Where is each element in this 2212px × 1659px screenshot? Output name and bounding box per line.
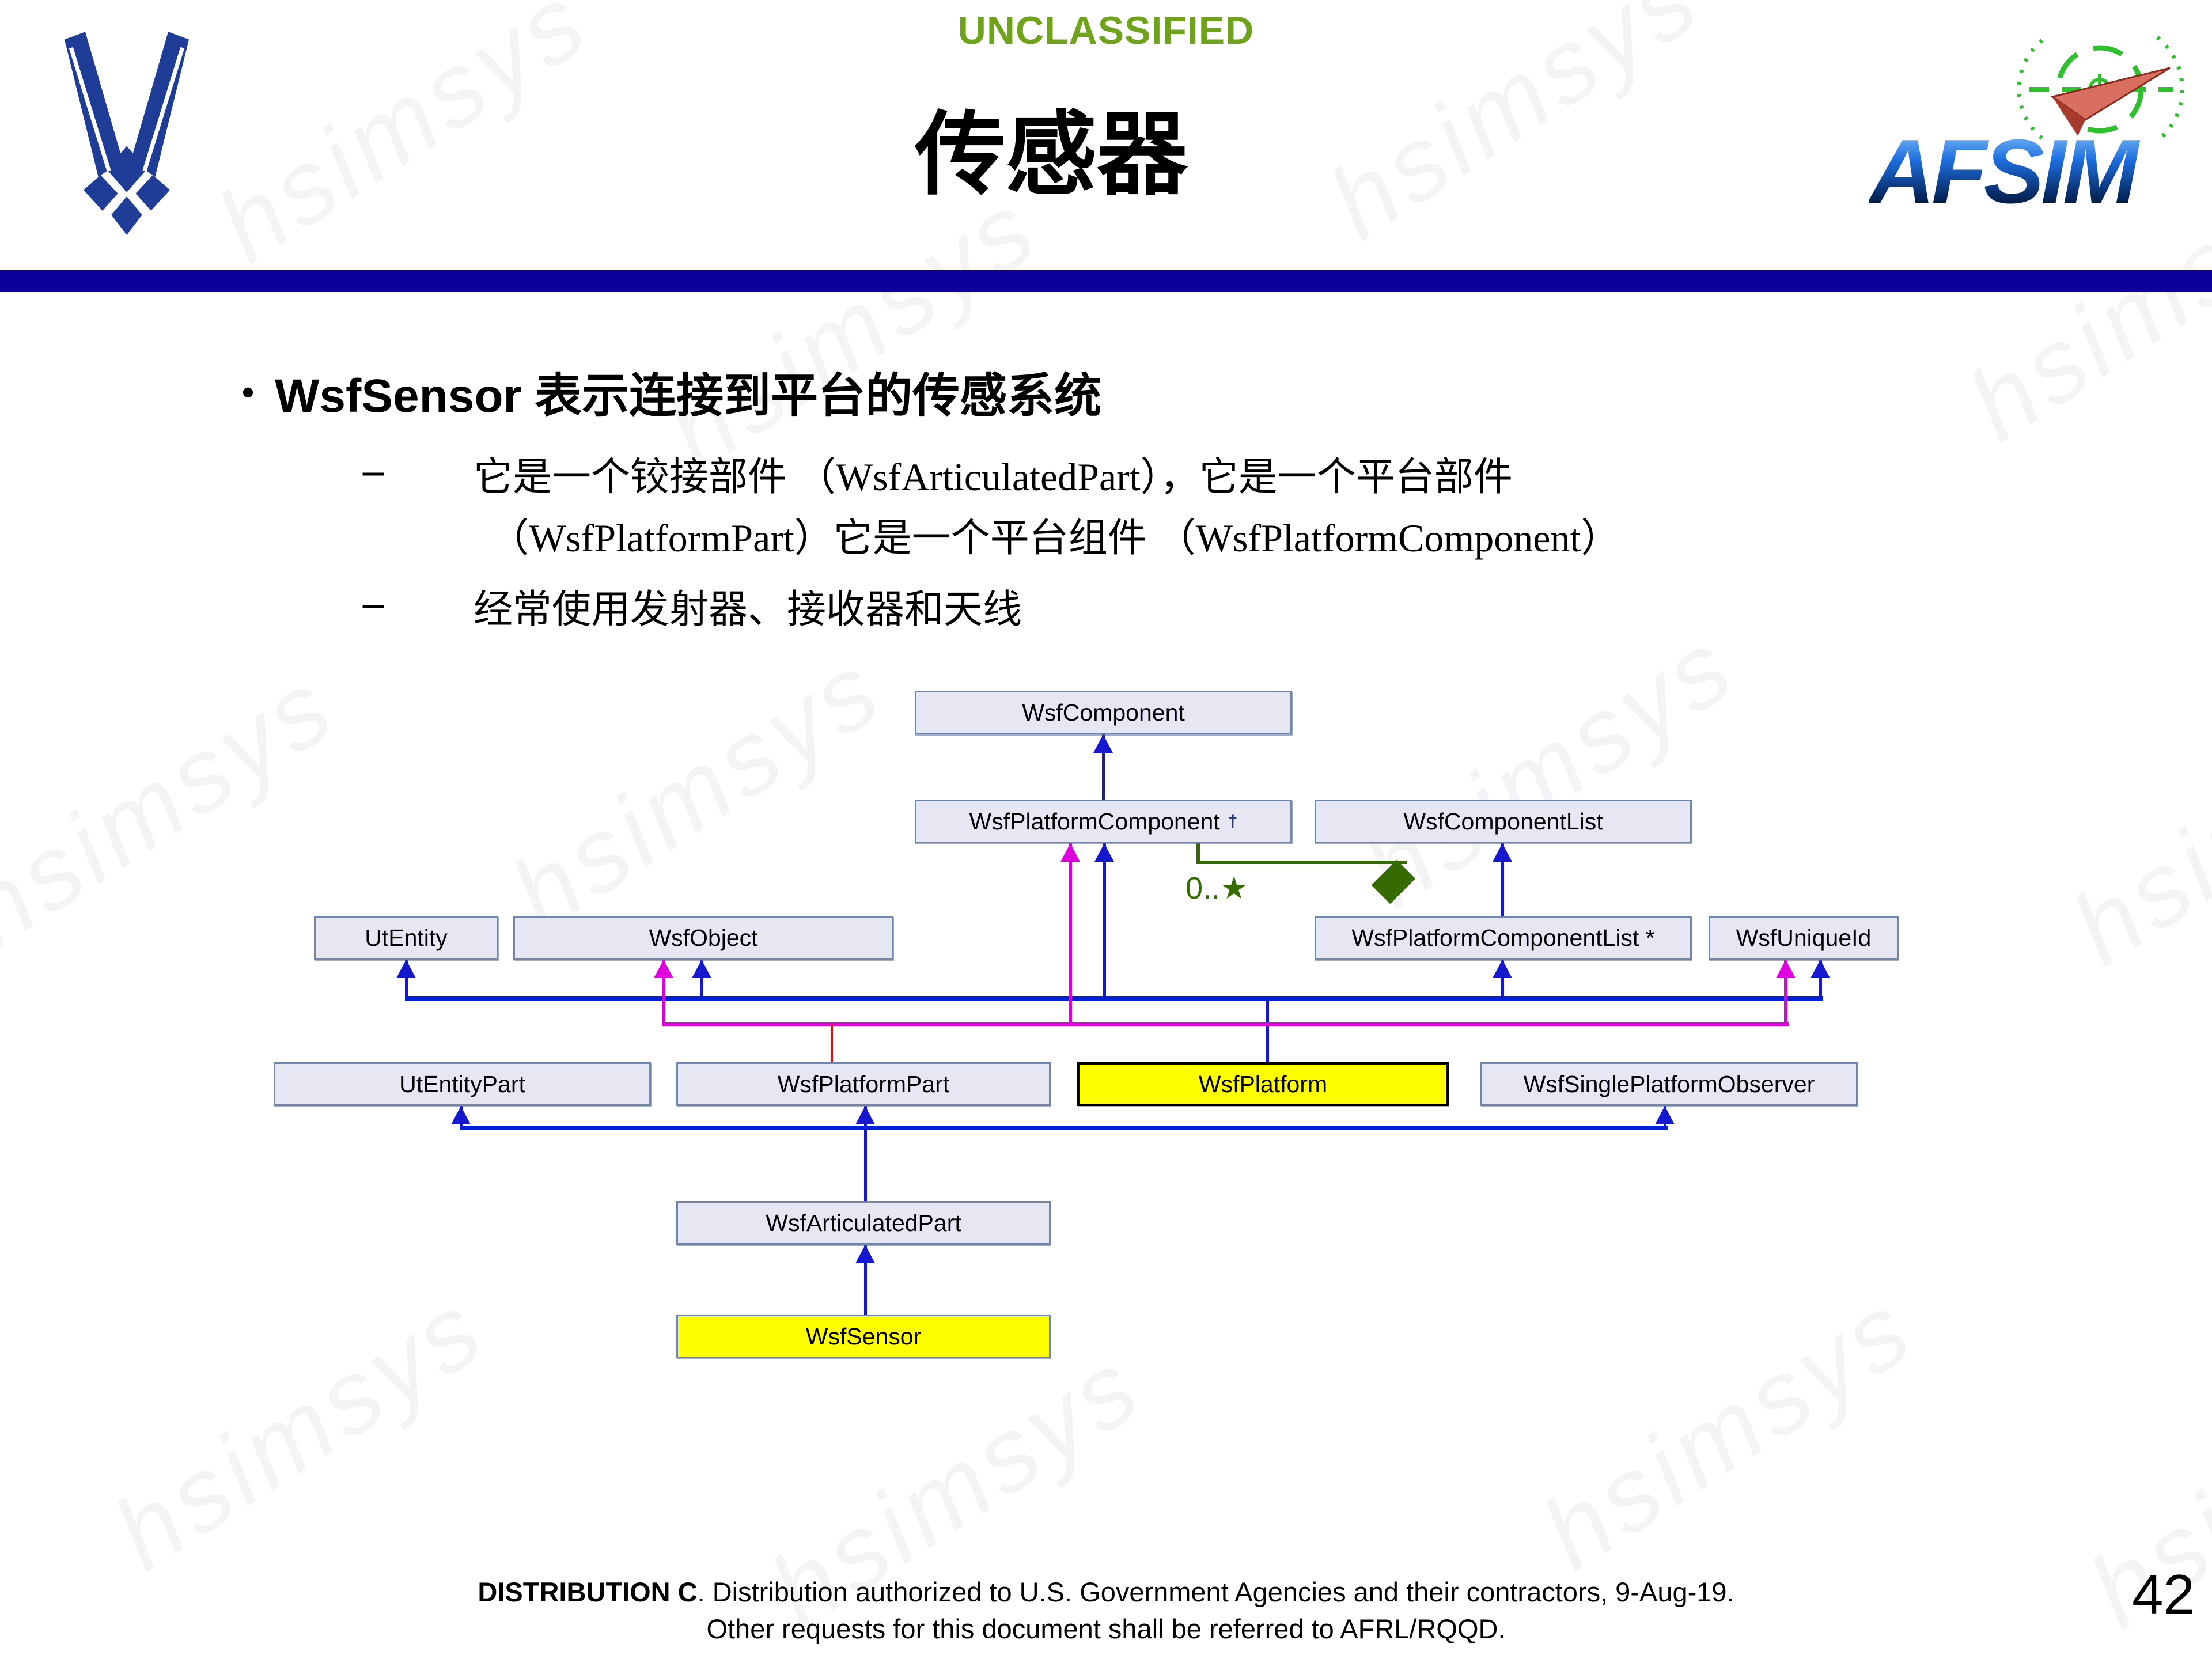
class-box-label: WsfPlatformComponent: [969, 808, 1220, 835]
page-number: 42: [2131, 1563, 2195, 1626]
dagger-icon: †: [1228, 812, 1238, 831]
distribution-statement-rest: . Distribution authorized to U.S. Govern…: [697, 1577, 1734, 1607]
distribution-statement-bold: DISTRIBUTION C: [478, 1577, 698, 1607]
class-box-wsfplatformcomponent: WsfPlatformComponent †: [915, 800, 1292, 843]
afsim-logo: AFSIM: [1865, 23, 2192, 225]
inheritance-line: [405, 960, 408, 998]
class-box-label: WsfUniqueId: [1736, 924, 1872, 951]
distribution-statement-line-1: DISTRIBUTION C. Distribution authorized …: [0, 1576, 2212, 1608]
inheritance-arrowhead: [451, 1106, 471, 1124]
inheritance-line: [864, 1245, 867, 1315]
inheritance-arrowhead: [692, 960, 711, 978]
inheritance-line: [1819, 960, 1822, 998]
inheritance-arrowhead: [855, 1106, 875, 1124]
class-box-label: WsfObject: [649, 924, 758, 951]
class-box-wsfuniqueid: WsfUniqueId: [1709, 916, 1899, 960]
watermark: hsimsys: [0, 647, 355, 970]
inheritance-arrowhead: [1093, 734, 1113, 753]
mixin-arrowhead: [1776, 960, 1796, 978]
header-divider: [0, 270, 2212, 292]
aggregation-line: [1196, 861, 1407, 864]
class-box-utentity: UtEntity: [314, 916, 498, 960]
class-box-label: WsfPlatform: [1198, 1070, 1328, 1097]
inheritance-line: [700, 960, 703, 998]
watermark: hsimsys: [1522, 1269, 1934, 1592]
inheritance-bus: [460, 1126, 1668, 1130]
classification-banner: UNCLASSIFIED: [957, 9, 1255, 52]
class-box-utentitypart: UtEntityPart: [274, 1062, 651, 1106]
inheritance-arrowhead: [396, 960, 416, 978]
class-box-label: WsfSensor: [805, 1323, 922, 1350]
class-box-wsfarticulatedpart: WsfArticulatedPart: [676, 1201, 1051, 1245]
class-box-label: WsfComponentList: [1403, 808, 1603, 835]
class-box-wsfobject: WsfObject: [513, 916, 893, 960]
class-box-wsfplatformpart: WsfPlatformPart: [676, 1062, 1051, 1106]
inheritance-arrowhead: [855, 1245, 875, 1263]
aggregation-diamond-icon: [1371, 859, 1416, 904]
bullet-main: • WsfSensor 表示连接到平台的传感系统: [242, 357, 1101, 426]
inheritance-line: [1501, 843, 1504, 916]
class-box-wsfsingleplatformobserver: WsfSinglePlatformObserver: [1480, 1062, 1858, 1106]
mixin-arrowhead: [654, 960, 673, 978]
sub-bullet-2: 经常使用发射器、接收器和天线: [474, 588, 1022, 631]
watermark: hsimsys: [2052, 664, 2212, 987]
sub-bullet-1-line-2: （WsfPlatformPart）它是一个平台组件 （WsfPlatformCo…: [490, 516, 1620, 560]
class-box-label: WsfPlatformPart: [777, 1070, 950, 1097]
class-box-label: WsfPlatformComponentList *: [1351, 924, 1655, 951]
mixin-arrowhead: [1060, 843, 1080, 862]
mixin-line: [1069, 843, 1072, 1024]
inheritance-line: [864, 1106, 867, 1201]
class-box-label: WsfComponent: [1022, 699, 1185, 726]
bullet-dot: •: [242, 373, 255, 411]
page-title: 传感器: [915, 105, 1188, 206]
bullet-main-text: WsfSensor 表示连接到平台的传感系统: [275, 370, 1102, 422]
class-box-label: WsfSinglePlatformObserver: [1523, 1070, 1815, 1097]
class-box-wsfplatformcomponentlist: WsfPlatformComponentList *: [1315, 916, 1692, 960]
air-force-logo-icon: [32, 29, 222, 236]
sub-bullet-dash: –: [363, 447, 384, 493]
class-box-label: UtEntityPart: [399, 1070, 525, 1097]
class-box-wsfplatform: WsfPlatform: [1077, 1062, 1449, 1106]
inheritance-arrowhead: [1493, 843, 1512, 862]
mixin-line: [1784, 960, 1787, 1024]
class-box-label: WsfArticulatedPart: [766, 1209, 961, 1236]
inheritance-line: [1266, 1001, 1269, 1062]
multiplicity-label: 0..★: [1185, 871, 1248, 906]
mixin-line: [662, 960, 665, 1024]
distribution-statement-line-2: Other requests for this document shall b…: [706, 1613, 1506, 1644]
inheritance-bus: [405, 996, 1823, 1001]
mixin-bus: [662, 1022, 1789, 1026]
association-line: [831, 1024, 833, 1062]
class-box-label: UtEntity: [365, 924, 448, 951]
inheritance-line: [1501, 960, 1504, 998]
inheritance-arrowhead: [1094, 843, 1114, 862]
class-box-wsfsensor: WsfSensor: [676, 1315, 1051, 1358]
inheritance-arrowhead: [1655, 1106, 1675, 1124]
inheritance-line: [1103, 843, 1106, 998]
watermark: hsimsys: [491, 630, 903, 953]
inheritance-arrowhead: [1810, 960, 1830, 978]
watermark: hsimsys: [94, 1269, 505, 1592]
class-box-wsfcomponent: WsfComponent: [915, 691, 1292, 734]
afsim-logo-text: AFSIM: [1869, 121, 2141, 222]
aggregation-line: [1196, 843, 1200, 864]
inheritance-line: [1102, 734, 1105, 800]
inheritance-arrowhead: [1493, 960, 1512, 978]
sub-bullet-dash: –: [363, 579, 384, 626]
sub-bullet-1-line-1: 它是一个铰接部件 （WsfArticulatedPart），它是一个平台部件: [474, 455, 1513, 499]
class-box-wsfcomponentlist: WsfComponentList: [1315, 800, 1692, 843]
